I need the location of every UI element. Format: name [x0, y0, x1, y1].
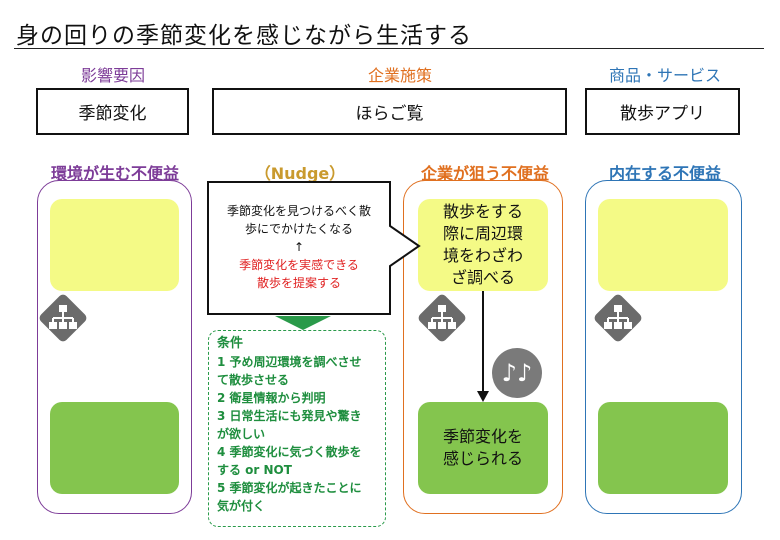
target-yellow-card: 散歩をする 際に周辺環 境をわざわ ざ調べる — [418, 199, 548, 291]
section-label-measure: 企業施策 — [367, 66, 432, 85]
measure-box-label: ほらご覧 — [355, 104, 424, 124]
nudge-up-arrow: ↑ — [293, 240, 305, 254]
condition-line: 4 季節変化に気づく散歩を — [217, 445, 362, 459]
green-down-triangle-icon — [275, 316, 331, 330]
nudge-arrow-shape — [207, 181, 421, 315]
down-arrow-icon — [477, 291, 489, 402]
measure-box: ほらご覧 — [212, 88, 567, 135]
condition-line: する or NOT — [217, 463, 292, 477]
condition-line: 2 衛星情報から判明 — [217, 391, 326, 405]
network-icon — [418, 294, 466, 342]
nudge-line-red: 散歩を提案する — [256, 276, 341, 290]
condition-line: が欲しい — [217, 427, 266, 441]
nudge-text: 季節変化を見つけるべく散 歩にでかけたくなる ↑ 季節変化を実感できる 散歩を提… — [210, 202, 388, 292]
nudge-line: 季節変化を見つけるべく散 — [226, 204, 371, 218]
env-yellow-card — [50, 199, 179, 291]
page-title: 身の回りの季節変化を感じながら生活する — [16, 23, 472, 49]
target-yellow-line: 境をわざわ — [442, 246, 523, 265]
product-box: 散歩アプリ — [585, 88, 740, 135]
env-green-card — [50, 402, 179, 494]
target-green-line: 感じられる — [442, 449, 523, 468]
condition-line: 1 予め周辺環境を調べさせ — [217, 355, 362, 369]
section-label-influence: 影響要因 — [80, 66, 145, 85]
condition-line: 気が付く — [217, 499, 266, 513]
inner-yellow-card — [598, 199, 728, 291]
title-underline — [14, 48, 764, 49]
target-green-line: 季節変化を — [442, 427, 523, 446]
target-yellow-line: 散歩をする — [442, 202, 523, 221]
music-icon: ♪♪ — [492, 348, 542, 398]
influence-box: 季節変化 — [36, 88, 189, 135]
column-header-inner: 内在する不便益 — [608, 164, 721, 183]
network-icon — [39, 294, 87, 342]
column-header-target: 企業が狙う不便益 — [420, 164, 549, 183]
column-header-nudge: （Nudge） — [254, 164, 346, 183]
nudge-line: 歩にでかけたくなる — [244, 222, 353, 236]
conditions-title: 条件 — [217, 336, 244, 351]
conditions-box: 条件 1 予め周辺環境を調べさせ て散歩させる 2 衛星情報から判明 3 日常生… — [208, 330, 386, 527]
target-yellow-line: ざ調べる — [450, 268, 515, 287]
condition-line: て散歩させる — [217, 373, 290, 387]
music-icon-glyph: ♪♪ — [501, 359, 533, 387]
inner-green-card — [598, 402, 728, 494]
condition-line: 5 季節変化が起きたことに — [217, 481, 362, 495]
influence-box-label: 季節変化 — [78, 104, 147, 124]
nudge-line-red: 季節変化を実感できる — [239, 258, 359, 272]
section-label-product: 商品・サービス — [608, 66, 721, 85]
network-icon — [594, 294, 642, 342]
target-green-card: 季節変化を 感じられる — [418, 402, 548, 494]
target-yellow-line: 際に周辺環 — [442, 224, 523, 243]
condition-line: 3 日常生活にも発見や驚き — [217, 409, 362, 423]
column-header-env: 環境が生む不便益 — [50, 164, 179, 183]
product-box-label: 散歩アプリ — [620, 104, 705, 124]
